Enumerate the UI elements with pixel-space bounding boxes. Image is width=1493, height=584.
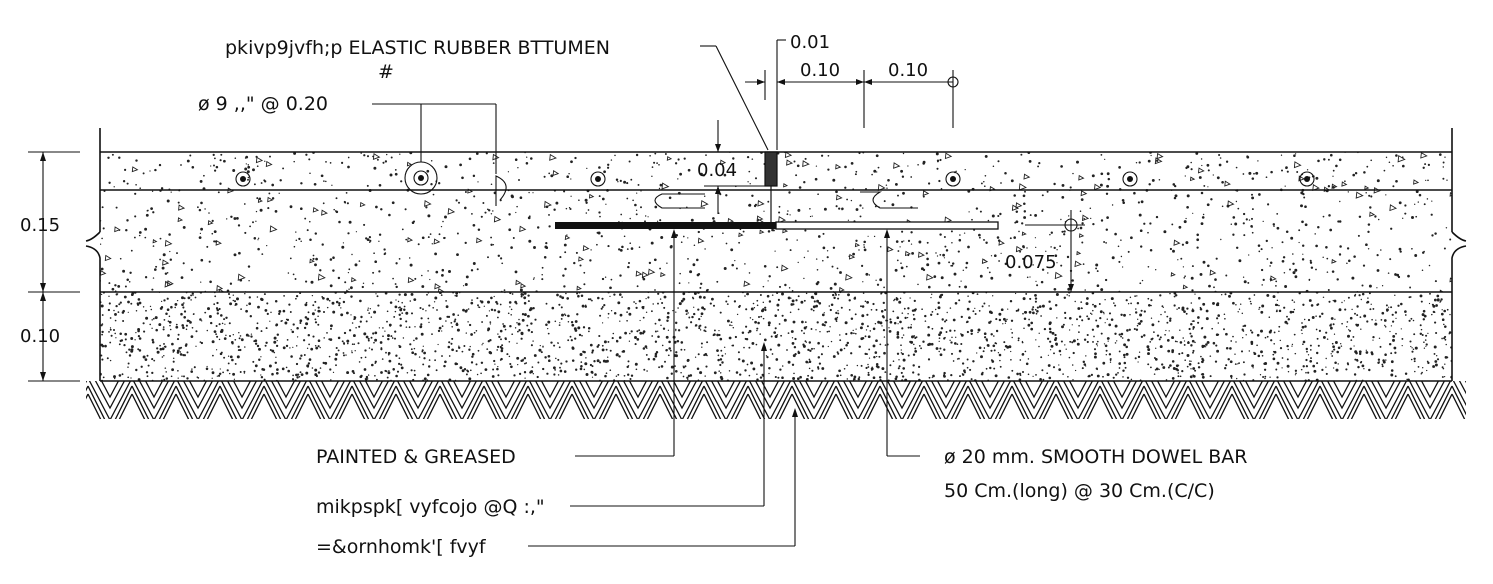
spacing-a-dimension-text: 0.10 <box>800 60 840 81</box>
spacing-b-dimension-text: 0.10 <box>888 60 928 81</box>
tie-bar-label: ø 9 ,," @ 0.20 <box>198 93 328 115</box>
rebar-section <box>235 171 251 187</box>
groove-depth-dimension <box>704 120 765 214</box>
subgrade-label: =&ornhomk'[ fvyf <box>316 536 487 558</box>
base-thickness-text: 0.10 <box>20 326 60 347</box>
tie-bar-hook <box>495 175 507 206</box>
dowel-bar-label-line1: ø 20 mm. SMOOTH DOWEL BAR <box>944 446 1248 468</box>
left-dimensions <box>28 151 80 382</box>
base-layer-aggregate <box>100 292 1452 381</box>
dowel-bar-label-line2: 50 Cm.(long) @ 30 Cm.(C/C) <box>944 480 1215 502</box>
top-dimensions <box>745 39 959 150</box>
dowel-bar <box>555 221 999 230</box>
dowel-depth-text: 0.075 <box>1005 252 1057 273</box>
joint-filler <box>764 151 778 222</box>
slab-thickness-text: 0.15 <box>20 215 60 236</box>
hook-bars <box>654 191 918 209</box>
gap-dimension-text: 0.01 <box>790 32 830 53</box>
concrete-slab-aggregate <box>100 152 1452 292</box>
subgrade-zone <box>80 381 1480 431</box>
groove-depth-text: 0.04 <box>697 160 737 181</box>
dowel-depth-dimension <box>1025 210 1085 292</box>
longitudinal-rebars <box>235 161 1315 195</box>
joint-filler-label: pkivp9jvfh;p ELASTIC RUBBER BTTUMEN <box>225 37 610 59</box>
rebar-section <box>1299 171 1315 187</box>
rebar-section <box>590 171 606 187</box>
tie-bar-mark: # <box>378 61 394 83</box>
painted-greased-label: PAINTED & GREASED <box>316 446 516 468</box>
rebar-section <box>1122 171 1138 187</box>
base-layer-label: mikpspk[ vyfcojo @Q :," <box>316 496 545 518</box>
leader-lines <box>372 45 920 547</box>
rebar-section <box>945 171 961 187</box>
